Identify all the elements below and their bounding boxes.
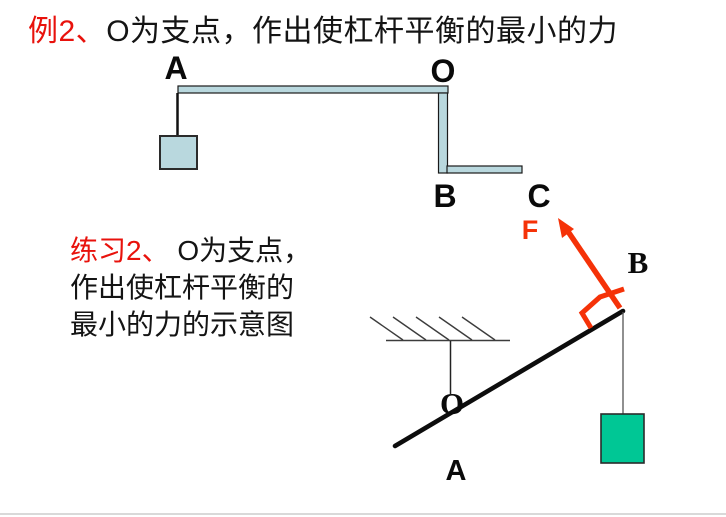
exercise-line-3: 最小的力的示意图 [70,309,295,340]
force-arrow [558,218,625,330]
lever1-arm-ao [177,85,449,94]
slide-title-text: O为支点，作出使杠杆平衡的最小的力 [106,15,619,48]
lever2-rod [392,308,626,449]
lever1-label-a: A [164,50,187,86]
exercise-text: 练习2、 O为支点， 作出使杠杆平衡的 最小的力的示意图 [70,232,340,343]
lever1-label-o: O [431,53,456,89]
right-angle-mark [578,286,625,330]
lever1-weight [159,135,198,170]
lever2-label-b: B [628,245,649,280]
lever1-label-b: B [433,178,456,214]
slide-title-number: 例2、 [28,15,107,48]
exercise-number: 练习2、 [70,235,170,266]
slide-title: 例2、O为支点，作出使杠杆平衡的最小的力 [28,6,618,50]
force-arrow-head [558,218,574,238]
lever-diagram-2: O A B F [369,215,649,487]
lever2-label-o: O [440,386,464,421]
lever1-label-c: C [527,178,550,214]
lever1-arm-bc [446,165,523,174]
exercise-line-2: 作出使杠杆平衡的 [70,272,295,303]
exercise-line-1: 练习2、 O为支点， [70,232,340,269]
lever-diagram-1: A O B C [159,50,551,214]
lever1-arm-ob [437,92,449,174]
lever2-weight [600,413,645,464]
force-arrow-shaft [564,228,623,310]
ceiling-hatching [369,316,510,342]
slide-bottom-border [0,513,726,515]
exercise-line-1-text: O为支点， [169,235,312,266]
lever2-label-a: A [446,455,467,487]
force-label-f: F [522,215,539,245]
